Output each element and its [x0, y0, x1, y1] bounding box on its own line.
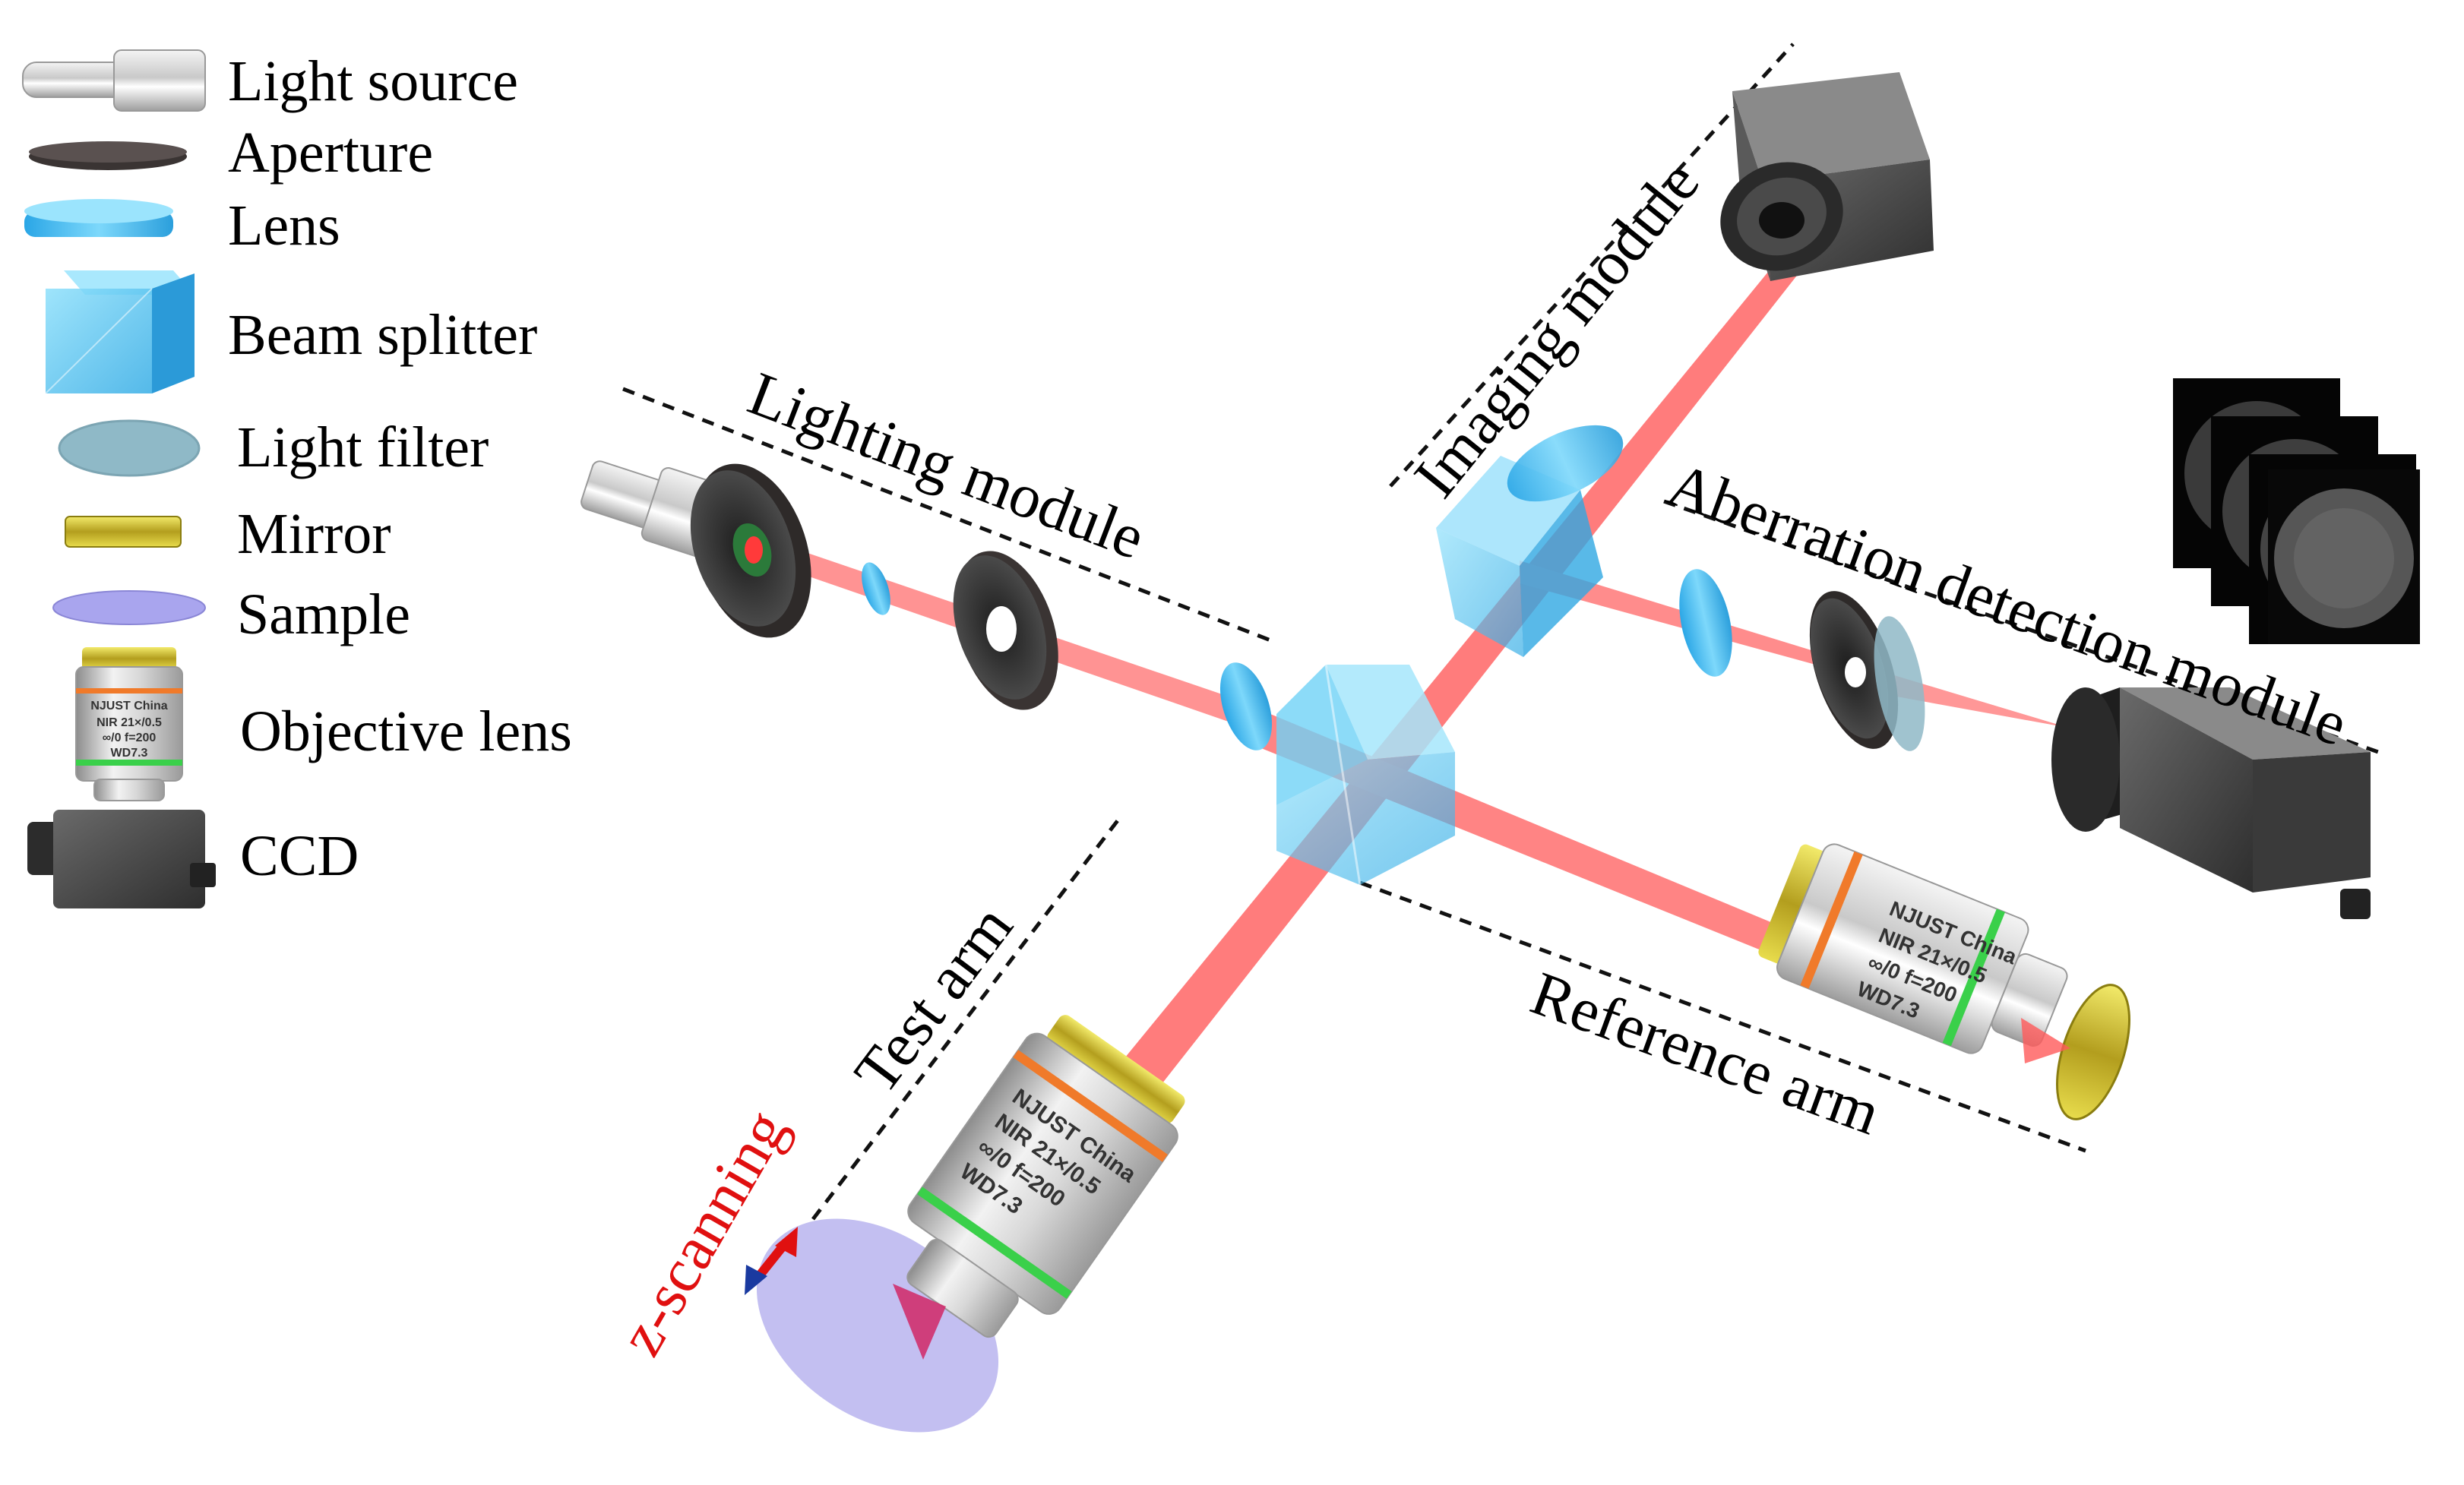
- imaging-module: [1436, 72, 1934, 657]
- label-test-arm: Test arm: [841, 893, 1026, 1106]
- legend-label-mirror: Mirror: [237, 502, 391, 566]
- objective-lens-icon: NJUST China NIR 21×/0.5 ∞/0 f=200 WD7.3: [75, 647, 183, 801]
- reference-objective: NJUST China NIR 21×/0.5 ∞/0 f=200 WD7.3: [1758, 843, 2068, 1054]
- interferogram-stack: [2173, 378, 2420, 644]
- test-objective: NJUST China NIR 21×/0.5 ∞/0 f=200 WD7.3: [906, 1015, 1185, 1338]
- lighting-lens-1: [862, 562, 890, 615]
- mirror-icon: [65, 516, 182, 548]
- legend-label-light-filter: Light filter: [237, 415, 489, 479]
- module-dividers: [622, 43, 2379, 1221]
- test-arm: NJUST China NIR 21×/0.5 ∞/0 f=200 WD7.3: [745, 1015, 1185, 1433]
- sample-icon: [52, 590, 206, 625]
- aberration-aperture: [1809, 591, 1899, 749]
- focus-cone: [893, 1284, 946, 1360]
- imaging-ccd: [1720, 72, 1934, 281]
- imaging-lens: [1507, 425, 1624, 502]
- aperture-2: [953, 551, 1058, 710]
- svg-text:∞/0 f=200: ∞/0 f=200: [103, 731, 157, 744]
- aberration-ccd: [2051, 687, 2371, 919]
- reference-arm: NJUST China NIR 21×/0.5 ∞/0 f=200 WD7.3: [1758, 843, 2130, 1120]
- legend-label-lens: Lens: [228, 194, 340, 258]
- lighting-lens-2: [1219, 662, 1273, 750]
- aperture-icon: [29, 141, 187, 170]
- lens-icon: [24, 199, 173, 237]
- svg-text:NJUST China: NJUST China: [90, 700, 167, 712]
- legend-label-beam-splitter: Beam splitter: [228, 303, 537, 367]
- aberration-lens: [1679, 569, 1732, 677]
- svg-text:WD7.3: WD7.3: [111, 747, 148, 760]
- z-scan-arrow: [745, 1227, 798, 1295]
- aberration-filter: [1874, 616, 1925, 751]
- legend-label-light-source: Light source: [228, 49, 518, 113]
- beam-splitter-main: [1276, 664, 1455, 886]
- legend: Light source Aperture Lens Beam splitter…: [22, 49, 572, 908]
- reference-mirror: [2021, 984, 2130, 1120]
- legend-label-aperture: Aperture: [228, 121, 433, 185]
- svg-text:NIR 21×/0.5: NIR 21×/0.5: [96, 716, 162, 729]
- light-filter-icon: [58, 419, 201, 477]
- ccd-camera-icon: [27, 810, 216, 908]
- legend-label-sample: Sample: [237, 583, 410, 646]
- legend-label-objective-lens: Objective lens: [240, 700, 572, 763]
- legend-label-ccd: CCD: [240, 824, 359, 888]
- light-source-icon: [22, 49, 206, 112]
- aberration-module: [1679, 378, 2420, 919]
- beam-test-imaging: [1108, 255, 1805, 1091]
- beam-splitter-icon: [45, 270, 195, 394]
- aperture-1: [690, 463, 811, 638]
- lighting-module: [580, 460, 1273, 750]
